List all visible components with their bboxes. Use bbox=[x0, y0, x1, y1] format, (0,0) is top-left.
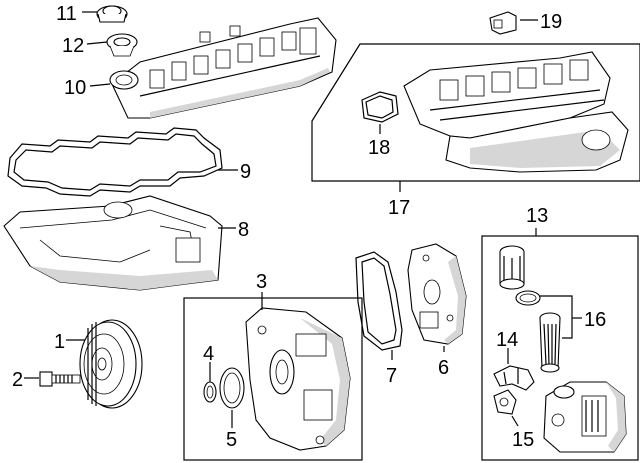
callout-19: 19 bbox=[540, 11, 562, 33]
callout-18: 18 bbox=[368, 137, 390, 159]
callout-1: 1 bbox=[54, 331, 65, 353]
callout-5: 5 bbox=[226, 429, 237, 451]
filter-box bbox=[481, 235, 639, 461]
filler-seal bbox=[106, 33, 138, 57]
callout-15: 15 bbox=[512, 429, 534, 451]
clamp-fitting bbox=[493, 389, 517, 415]
sensor bbox=[489, 11, 517, 35]
callout-7: 7 bbox=[386, 365, 397, 387]
oil-filler-cap bbox=[96, 5, 128, 23]
callout-17: 17 bbox=[388, 197, 410, 219]
callout-11: 11 bbox=[56, 3, 77, 25]
timing-cover bbox=[245, 307, 351, 451]
filter-element bbox=[539, 312, 561, 373]
callout-6: 6 bbox=[438, 357, 449, 379]
callout-12: 12 bbox=[62, 35, 84, 57]
oil-pan bbox=[3, 195, 223, 291]
callout-3: 3 bbox=[256, 271, 267, 293]
callout-10: 10 bbox=[64, 77, 86, 99]
o-rings bbox=[515, 290, 541, 306]
callout-labels: 11 12 10 9 8 1 2 3 4 5 6 7 13 14 15 16 1… bbox=[12, 3, 606, 451]
callout-9: 9 bbox=[240, 161, 251, 183]
cover-gasket bbox=[355, 251, 403, 351]
oil-filter-housing bbox=[543, 381, 627, 453]
timing-cover-box bbox=[183, 297, 363, 461]
filter-cap bbox=[499, 245, 525, 290]
callout-16: 16 bbox=[584, 309, 606, 331]
intake-box bbox=[311, 43, 640, 182]
callout-13: 13 bbox=[526, 205, 548, 227]
valve-cover-gasket bbox=[7, 127, 223, 197]
crankshaft-pulley bbox=[79, 319, 143, 409]
leader-lines bbox=[24, 11, 582, 428]
coolant-hose bbox=[493, 365, 535, 391]
pulley-bolt bbox=[39, 371, 81, 387]
front-seal bbox=[219, 367, 245, 409]
valve-cover bbox=[109, 17, 337, 119]
front-cover-panel bbox=[407, 243, 467, 345]
callout-4: 4 bbox=[203, 343, 214, 365]
callout-8: 8 bbox=[238, 219, 249, 241]
intake-manifold bbox=[403, 51, 629, 173]
callout-2: 2 bbox=[12, 369, 23, 391]
manifold-gasket bbox=[361, 91, 399, 123]
callout-14: 14 bbox=[496, 329, 518, 351]
seal-ring-small bbox=[203, 381, 217, 403]
